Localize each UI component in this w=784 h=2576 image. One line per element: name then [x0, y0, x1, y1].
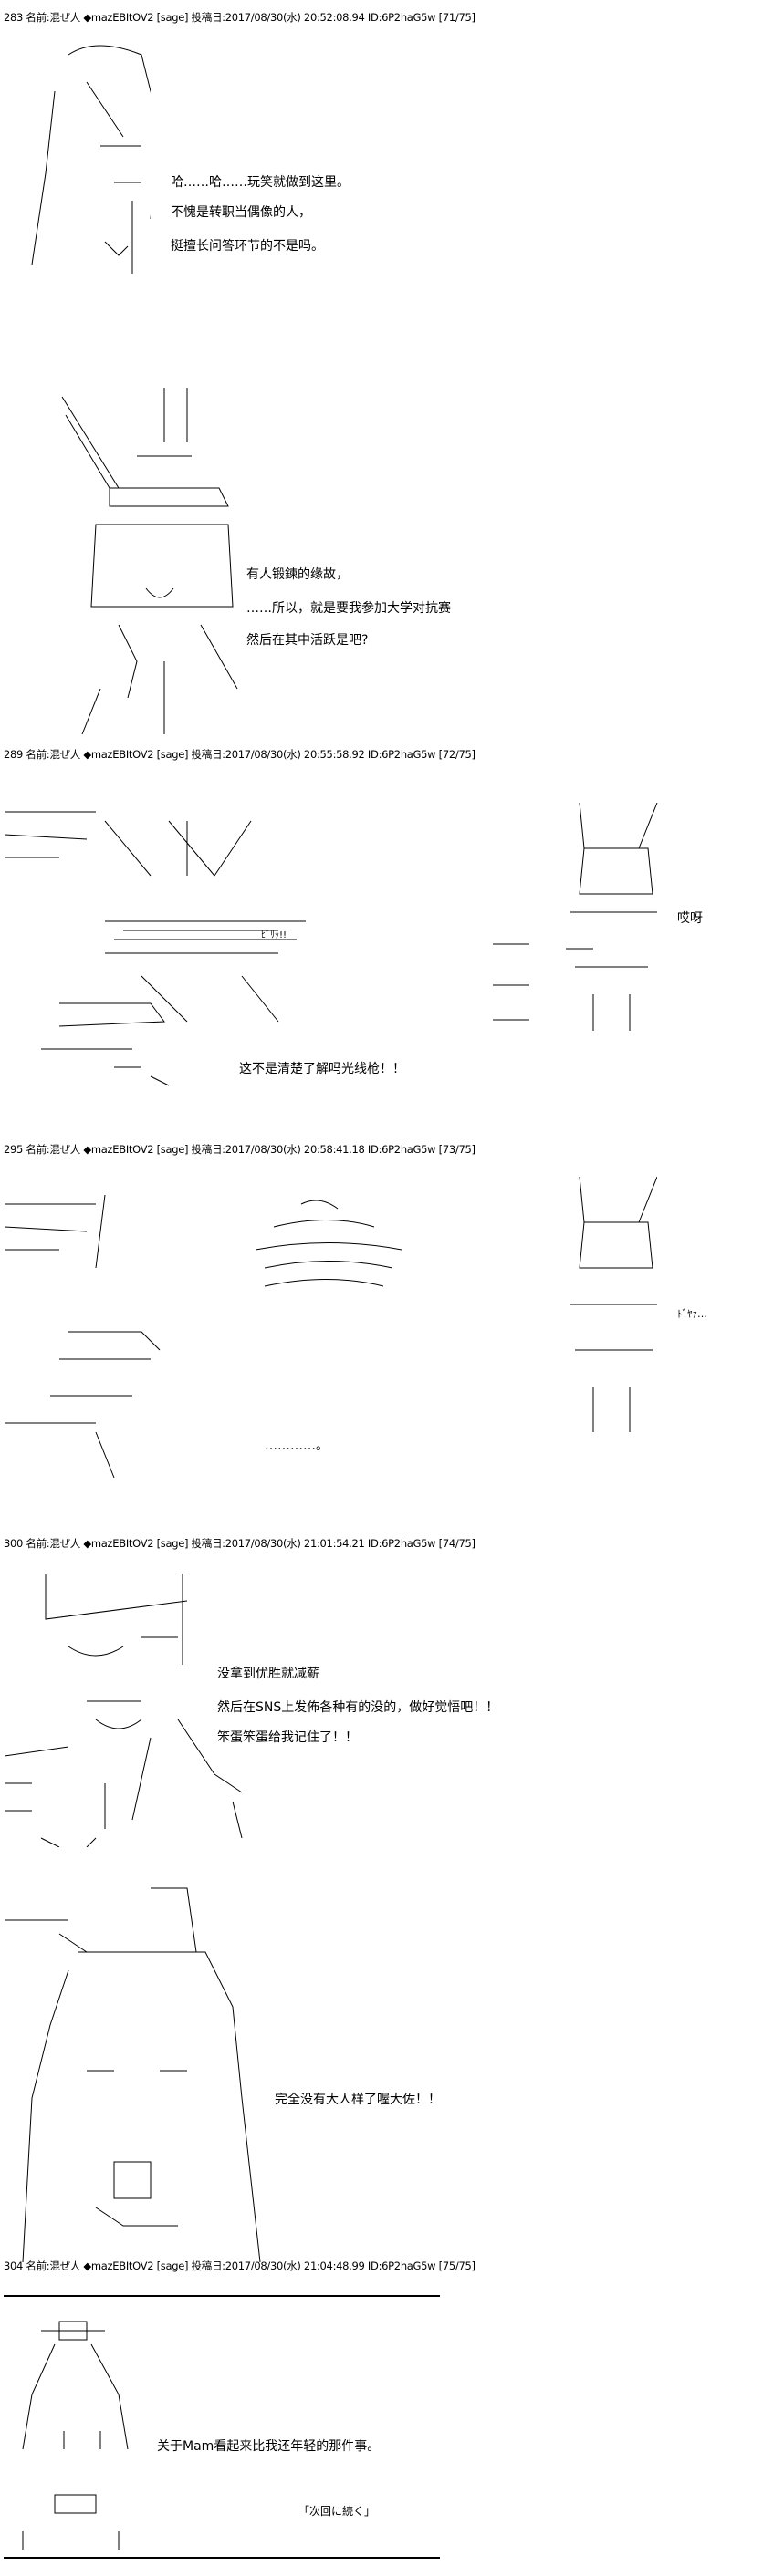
aa-art-angry-man — [5, 1564, 251, 1847]
post-header: 295 名前:混ぜ人 ◆mazEBItOV2 [sage] 投稿日:2017/0… — [4, 1143, 476, 1156]
aa-art-crying-girl — [5, 1879, 269, 2262]
dialogue-line: 哈……哈……玩笑就做到这里。 — [171, 175, 350, 190]
aa-art-bunny-girl — [55, 388, 256, 743]
dialogue-line: 有人锻鍊的缘故， — [246, 567, 349, 582]
dialogue-line: 完全没有大人样了喔大佐！！ — [275, 2093, 441, 2107]
dialogue-line: 不愧是转职当偶像的人， — [171, 205, 311, 220]
post-header: 283 名前:混ぜ人 ◆mazEBItOV2 [sage] 投稿日:2017/0… — [4, 11, 476, 24]
divider — [4, 2557, 440, 2559]
to-be-continued: 「次回に続く」 — [298, 2505, 376, 2518]
aa-art-bunny-small — [493, 794, 675, 1031]
dialogue-line: 挺擅长问答环节的不是吗。 — [171, 239, 324, 254]
sound-effect: ﾋﾞﾘｯ!! — [261, 930, 287, 940]
dialogue-line: 没拿到优胜就减薪 — [217, 1667, 319, 1681]
dialogue-line: 这不是清楚了解吗光线枪！！ — [239, 1062, 405, 1076]
divider — [4, 2295, 440, 2297]
sound-effect: 哎呀 — [677, 911, 703, 926]
aa-art-beam-gun-scene — [5, 794, 388, 1095]
aa-art-gun-man — [5, 1186, 187, 1496]
post-header: 304 名前:混ぜ人 ◆mazEBItOV2 [sage] 投稿日:2017/0… — [4, 2259, 476, 2272]
dialogue-line: 关于Mam看起来比我还年轻的那件事。 — [157, 2439, 381, 2454]
aa-art-girl-hat — [14, 2312, 132, 2550]
dialogue-line: 笨蛋笨蛋给我记住了！！ — [217, 1730, 358, 1745]
aa-art-man-glasses — [14, 36, 151, 274]
dialogue-line: 然后在SNS上发佈各种有的没的，做好觉悟吧！！ — [217, 1700, 499, 1715]
dialogue-line: ……所以，就是要我参加大学对抗赛 — [246, 601, 451, 616]
dialogue-line: 然后在其中活跃是吧? — [246, 633, 369, 648]
post-header: 289 名前:混ぜ人 ◆mazEBItOV2 [sage] 投稿日:2017/0… — [4, 748, 476, 761]
sound-effect: ﾄﾞﾔｧ… — [677, 1308, 707, 1320]
dialogue-line: …………。 — [265, 1439, 329, 1453]
aa-art-smoke — [246, 1195, 411, 1295]
aa-art-bunny-small-2 — [566, 1168, 657, 1432]
post-header: 300 名前:混ぜ人 ◆mazEBItOV2 [sage] 投稿日:2017/0… — [4, 1537, 476, 1550]
